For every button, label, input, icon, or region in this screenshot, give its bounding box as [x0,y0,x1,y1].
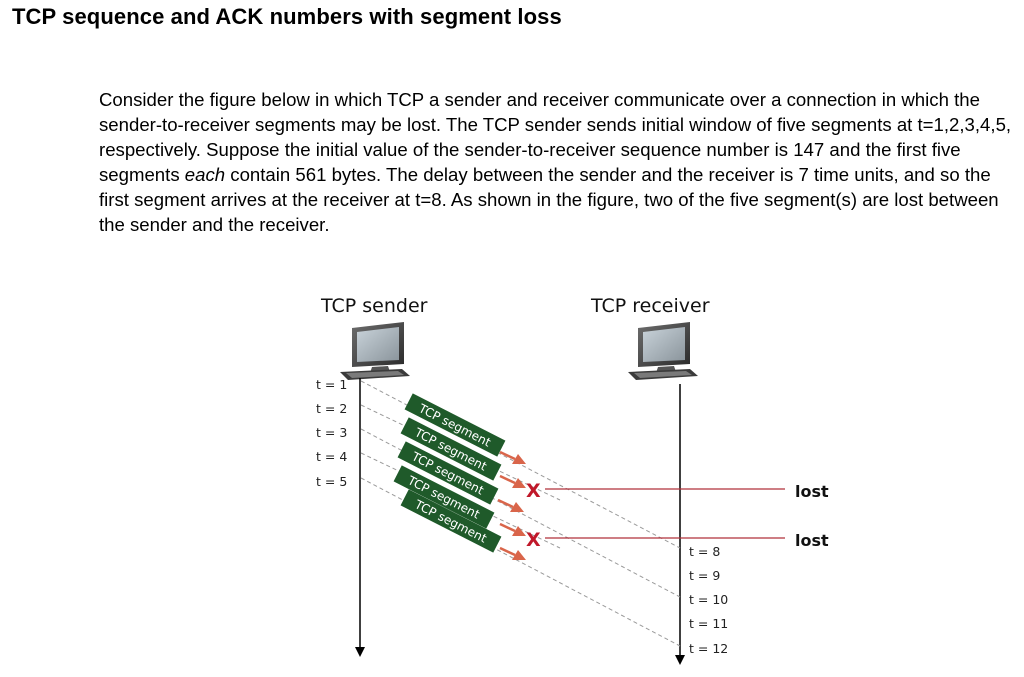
receiver-label: TCP receiver [590,295,710,317]
lost-label-1: lost [795,482,829,501]
tcp-segments: TCP segment TCP segment TCP segment TCP … [393,393,506,553]
receiver-timeline [675,384,685,665]
receiver-time-12: t = 12 [689,641,728,656]
receiver-computer-icon [628,322,698,380]
receiver-time-9: t = 9 [689,568,720,583]
sender-time-labels: t = 1 t = 2 t = 3 t = 4 t = 5 [316,377,347,489]
arrow-icon [499,522,526,536]
arrow-icon [499,450,526,464]
receiver-time-10: t = 10 [689,592,728,607]
problem-text-part2: contain 561 bytes. The delay between the… [99,164,999,235]
sender-label: TCP sender [320,295,428,317]
lost-label-2: lost [795,531,829,550]
sender-time-4: t = 4 [316,449,347,464]
loss-mark-1: X [526,480,541,502]
problem-text-part1: Consider the figure below in which TCP a… [99,89,1012,185]
sender-time-2: t = 2 [316,401,347,416]
arrow-icon [499,546,526,560]
sender-timeline [355,378,365,657]
segment-arrows [497,450,526,560]
page-title: TCP sequence and ACK numbers with segmen… [12,4,562,29]
trajectory-2 [360,404,561,501]
loss-mark-2: X [526,529,541,551]
problem-text-emphasis: each [184,164,226,185]
sender-time-1: t = 1 [316,377,347,392]
receiver-time-labels: t = 8 t = 9 t = 10 t = 11 t = 12 [689,544,728,656]
trajectory-4 [360,452,561,549]
problem-statement: Consider the figure below in which TCP a… [99,87,1017,237]
sender-time-3: t = 3 [316,425,347,440]
receiver-time-11: t = 11 [689,616,728,631]
segment-trajectories [360,380,681,647]
sender-computer-icon [340,322,410,380]
sender-time-5: t = 5 [316,474,347,489]
loss-lines [545,488,785,539]
arrow-icon [499,474,526,488]
arrow-icon [497,498,524,512]
receiver-time-8: t = 8 [689,544,720,559]
